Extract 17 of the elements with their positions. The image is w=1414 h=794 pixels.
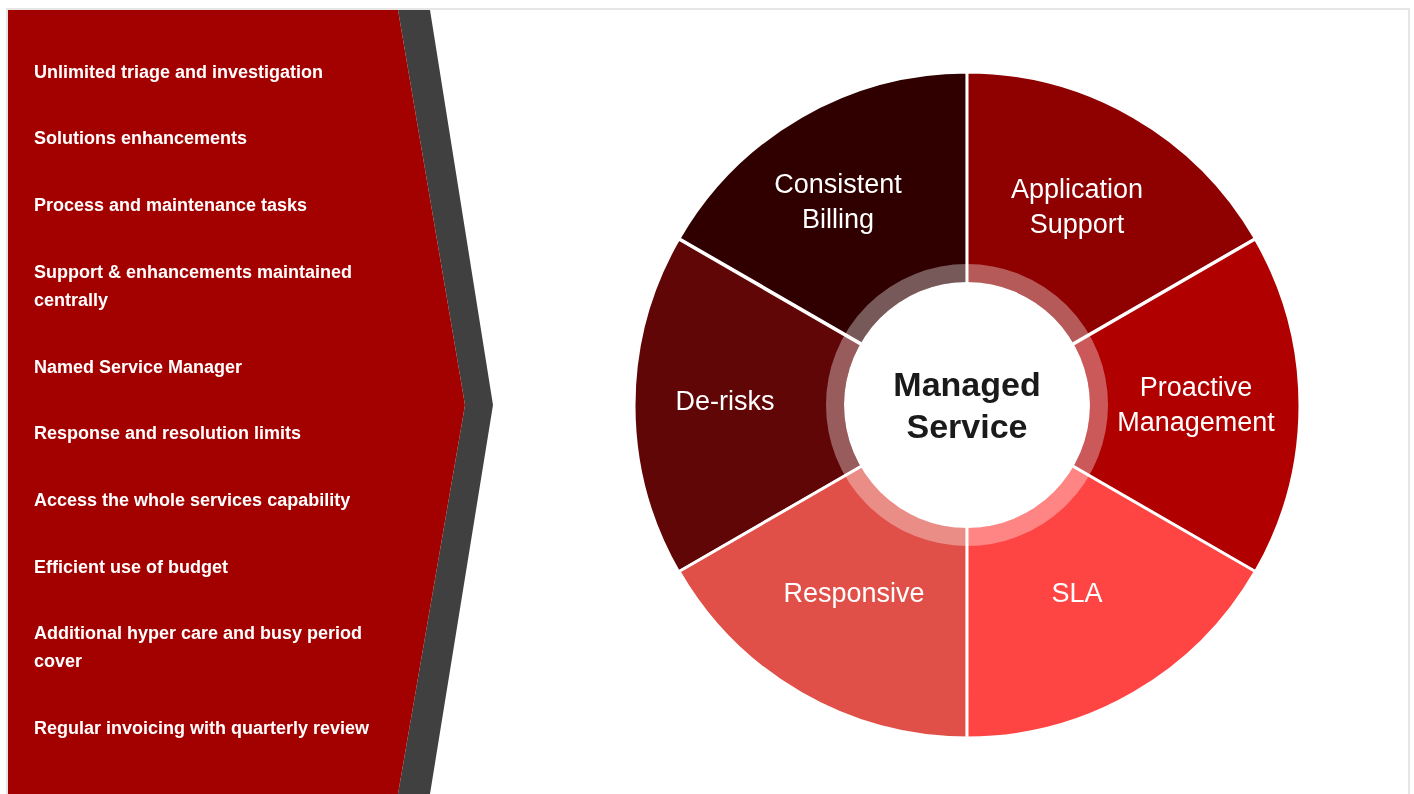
benefit-item: Regular invoicing with quarterly review bbox=[34, 717, 371, 740]
benefit-item: Additional hyper care and busy period cover bbox=[34, 622, 364, 673]
benefit-item: Process and maintenance tasks bbox=[34, 194, 309, 217]
segment-label: De-risks bbox=[674, 384, 776, 418]
segment-label: SLA bbox=[1050, 576, 1104, 610]
center-label: Managed Service bbox=[892, 364, 1042, 447]
benefit-item: Efficient use of budget bbox=[34, 556, 229, 579]
benefit-item: Solutions enhancements bbox=[34, 127, 249, 150]
segment-label: Consistent Billing bbox=[773, 168, 903, 236]
benefit-item: Response and resolution limits bbox=[34, 422, 303, 445]
benefit-item: Support & enhancements maintained centrally bbox=[34, 261, 354, 312]
benefit-item: Named Service Manager bbox=[34, 356, 244, 379]
benefit-item: Unlimited triage and investigation bbox=[34, 61, 325, 84]
benefit-item: Access the whole services capability bbox=[34, 489, 352, 512]
segment-label: Application Support bbox=[1009, 173, 1145, 241]
segment-label: Proactive Management bbox=[1116, 371, 1276, 439]
segment-label: Responsive bbox=[782, 576, 926, 610]
